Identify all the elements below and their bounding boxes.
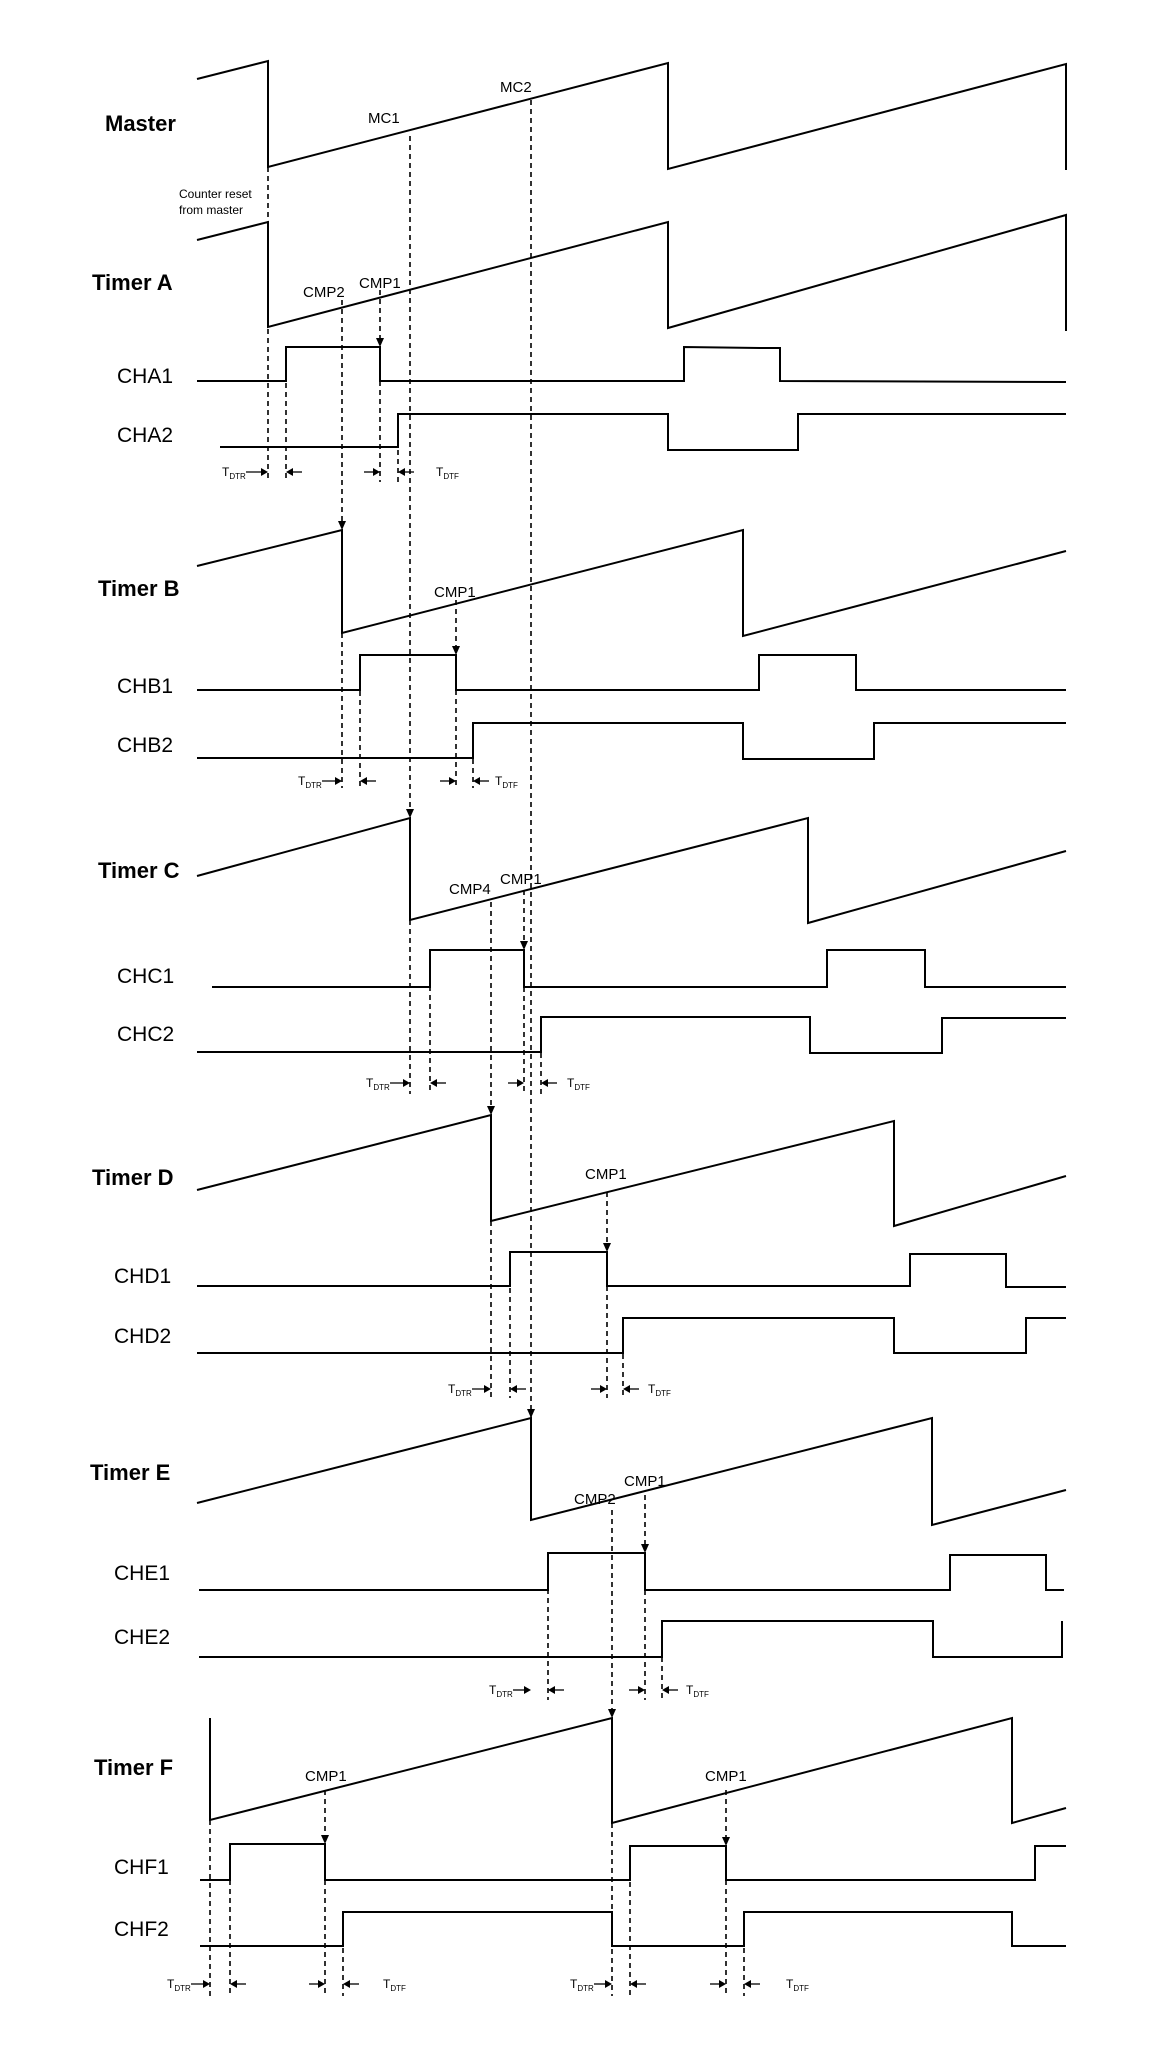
master-sawtooth: [196, 59, 1067, 171]
timer-f-cmp1b-label: CMP1: [705, 1768, 747, 1785]
timer-c-label: Timer C: [98, 858, 180, 883]
chf2-label: CHF2: [114, 1918, 169, 1941]
timer-c-sawtooth: [196, 816, 1067, 925]
che1-waveform: [199, 1552, 1064, 1591]
svg-text:TDTF: TDTF: [648, 1382, 671, 1398]
timer-a-deadtime-markers: TDTR TDTF: [222, 465, 459, 481]
cha2-waveform: [220, 413, 1066, 451]
svg-text:TDTF: TDTF: [495, 774, 518, 790]
svg-text:TDTF: TDTF: [567, 1076, 590, 1092]
mc1-label: MC1: [368, 110, 400, 127]
svg-text:TDTR: TDTR: [366, 1076, 390, 1092]
master-label: Master: [105, 111, 176, 136]
mc2-label: MC2: [500, 79, 532, 96]
che2-waveform: [199, 1620, 1063, 1658]
chf2-waveform: [200, 1911, 1066, 1947]
dashed-reference-lines: [209, 100, 745, 1996]
svg-text:TDTR: TDTR: [167, 1977, 191, 1993]
chb1-waveform: [197, 654, 1066, 691]
cha2-label: CHA2: [117, 424, 173, 447]
chd2-label: CHD2: [114, 1325, 171, 1348]
svg-text:TDTR: TDTR: [489, 1683, 513, 1699]
svg-text:TDTR: TDTR: [570, 1977, 594, 1993]
chd2-waveform: [197, 1317, 1066, 1354]
svg-text:TDTR: TDTR: [298, 774, 322, 790]
chc2-label: CHC2: [117, 1023, 174, 1046]
timer-b-label: Timer B: [98, 576, 180, 601]
chb1-label: CHB1: [117, 675, 173, 698]
chb2-waveform: [197, 722, 1066, 760]
timer-d-sawtooth: [196, 1113, 1067, 1228]
timer-b-cmp1-label: CMP1: [434, 584, 476, 601]
timer-e-label: Timer E: [90, 1460, 170, 1485]
timer-b-sawtooth: [196, 528, 1067, 638]
timer-a-label: Timer A: [92, 270, 173, 295]
timer-b-deadtime-markers: TDTR TDTF: [298, 774, 518, 790]
timer-e-cmp1-label: CMP1: [624, 1473, 666, 1490]
chf1-waveform: [200, 1843, 1066, 1881]
svg-text:TDTF: TDTF: [436, 465, 459, 481]
timer-c-cmp4-label: CMP4: [449, 881, 491, 898]
timer-f-deadtime-markers-2: TDTR TDTF: [570, 1977, 809, 1993]
timer-a-sawtooth: [196, 213, 1067, 331]
che2-label: CHE2: [114, 1626, 170, 1649]
cha1-label: CHA1: [117, 365, 173, 388]
timer-a-cmp1-label: CMP1: [359, 275, 401, 292]
chc2-waveform: [197, 1016, 1066, 1054]
chd1-label: CHD1: [114, 1265, 171, 1288]
chb2-label: CHB2: [117, 734, 173, 757]
timer-d-label: Timer D: [92, 1165, 174, 1190]
trigger-arrowheads: [321, 338, 730, 1846]
cha1-waveform: [197, 345, 1067, 383]
svg-text:TDTF: TDTF: [383, 1977, 406, 1993]
chc1-label: CHC1: [117, 965, 174, 988]
timer-f-label: Timer F: [94, 1755, 173, 1780]
timer-c-cmp1-label: CMP1: [500, 871, 542, 888]
timer-e-deadtime-markers: TDTR TDTF: [489, 1683, 709, 1699]
timer-f-cmp1a-label: CMP1: [305, 1768, 347, 1785]
svg-text:TDTR: TDTR: [448, 1382, 472, 1398]
svg-text:TDTR: TDTR: [222, 465, 246, 481]
svg-text:TDTF: TDTF: [786, 1977, 809, 1993]
timer-e-sawtooth: [196, 1416, 1067, 1527]
svg-text:TDTF: TDTF: [686, 1683, 709, 1699]
timer-e-cmp2-label: CMP2: [574, 1491, 616, 1508]
chf1-label: CHF1: [114, 1856, 169, 1879]
timer-c-deadtime-markers: TDTR TDTF: [366, 1076, 590, 1092]
counter-reset-label-2: from master: [179, 203, 243, 217]
chd1-waveform: [197, 1251, 1066, 1288]
counter-reset-label-1: Counter reset: [179, 187, 252, 201]
timer-f-deadtime-markers-1: TDTR TDTF: [167, 1977, 406, 1993]
timer-d-deadtime-markers: TDTR TDTF: [448, 1382, 671, 1398]
timer-a-cmp2-label: CMP2: [303, 284, 345, 301]
timer-d-cmp1-label: CMP1: [585, 1166, 627, 1183]
che1-label: CHE1: [114, 1562, 170, 1585]
chc1-waveform: [212, 949, 1066, 988]
